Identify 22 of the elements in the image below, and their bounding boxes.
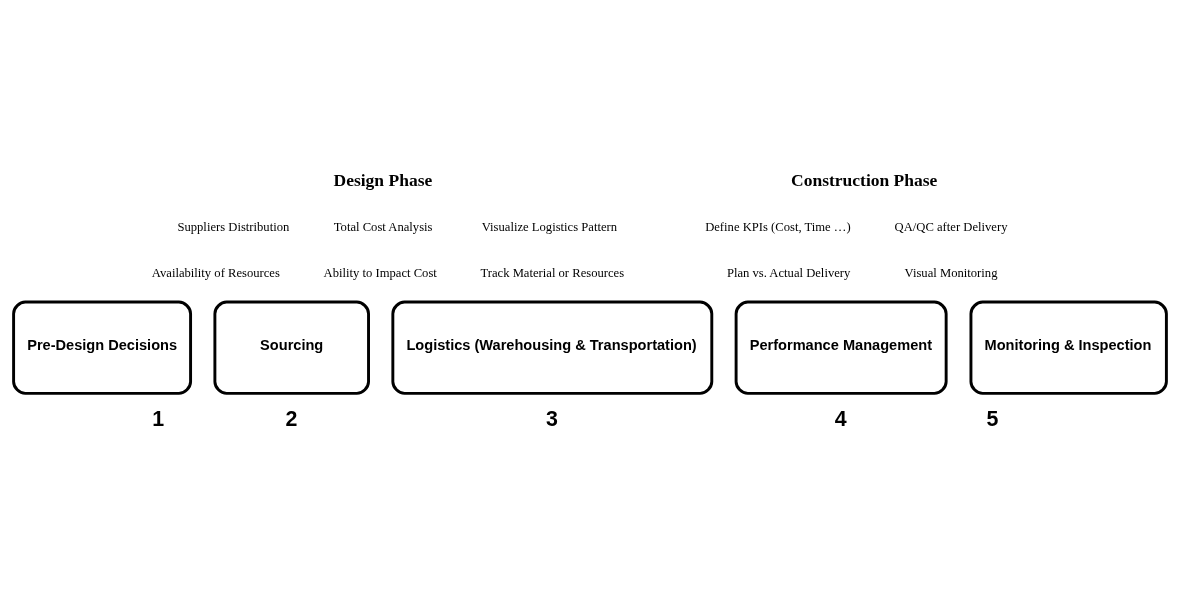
node-label: Visual Monitoring <box>904 266 998 281</box>
node-label: 5 <box>986 407 999 432</box>
label: Construction Phase <box>791 169 938 190</box>
node-label: Ability to Impact Cost <box>323 266 437 281</box>
node-label: 1 <box>152 407 165 432</box>
node-label: Track Material or Resources <box>480 266 625 281</box>
node-box: Monitoring & Inspection <box>969 300 1168 395</box>
node-box: Pre-Design Decisions <box>12 300 193 395</box>
node-box: Performance Management <box>734 300 948 395</box>
node-label: 3 <box>546 407 558 432</box>
node-label: Plan vs. Actual Delivery <box>726 266 851 281</box>
node-label: Availability of Resources <box>151 266 280 281</box>
node-label: Suppliers Distribution <box>177 220 290 235</box>
label: Design Phase <box>333 169 433 190</box>
node-label: 2 <box>285 407 298 432</box>
node-label: Define KPIs (Cost, Time …) <box>705 220 851 235</box>
node-label: 4 <box>834 407 847 432</box>
node-box: Sourcing <box>213 300 370 395</box>
node-label: Total Cost Analysis <box>333 220 433 235</box>
node-box: Logistics (Warehousing & Transportation) <box>391 300 714 395</box>
node-label: Visualize Logistics Pattern <box>481 220 618 235</box>
node-label: QA/QC after Delivery <box>894 220 1008 235</box>
